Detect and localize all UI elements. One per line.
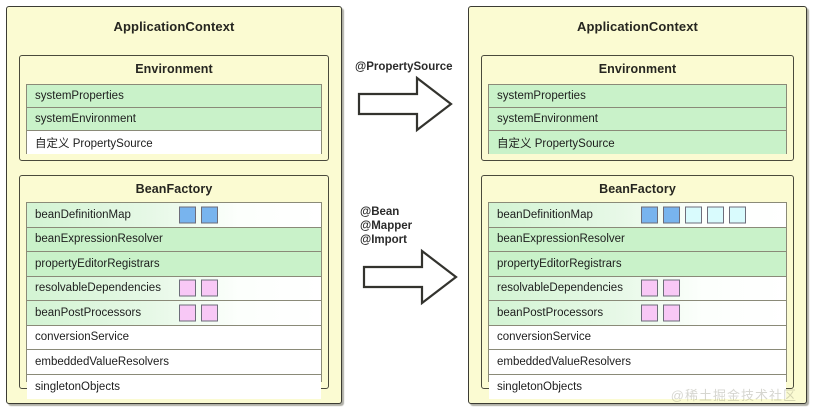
row-label: beanDefinitionMap: [497, 208, 593, 221]
chip-cyan: [729, 206, 746, 224]
bean_factory-row-list: beanDefinitionMap beanExpressionResolver p…: [488, 202, 787, 399]
row-systemproperties: systemProperties: [27, 85, 321, 108]
chip-pink: [641, 279, 658, 297]
row-label: beanDefinitionMap: [35, 208, 131, 221]
chip-pink: [663, 279, 680, 297]
row-resolvabledependencies: resolvableDependencies: [489, 276, 786, 301]
environment-box: Environment systemProperties systemEnviron…: [481, 55, 794, 161]
chip-pink: [641, 304, 658, 322]
panel-title: ApplicationContext: [113, 19, 235, 34]
chip-cyan: [685, 206, 702, 224]
chip-blue: [641, 206, 658, 224]
arrow-group-property-source: @PropertySource: [355, 60, 455, 134]
row-label: beanExpressionResolver: [497, 233, 625, 246]
arrow-caption-bean-registry: @Bean @Mapper @Import: [360, 206, 413, 246]
row-conversionservice: conversionService: [27, 325, 321, 350]
row-singletonobjects: singletonObjects: [489, 374, 786, 399]
row-label: systemEnvironment: [35, 113, 136, 125]
row-label: conversionService: [497, 331, 591, 344]
environment-title: Environment: [135, 62, 213, 76]
row-propertyeditorregistrars: propertyEditorRegistrars: [489, 252, 786, 277]
chip-group: [641, 206, 746, 224]
row-label: 自定义 PropertySource: [35, 137, 153, 150]
row-resolvabledependencies: resolvableDependencies: [27, 276, 321, 301]
bean-factory-title: BeanFactory: [135, 182, 213, 196]
row-propertyeditorregistrars: propertyEditorRegistrars: [27, 252, 321, 277]
panel-title: ApplicationContext: [577, 19, 698, 34]
row-label: embeddedValueResolvers: [35, 355, 170, 368]
chip-group: [179, 206, 218, 224]
row-conversionservice: conversionService: [489, 325, 786, 350]
chip-pink: [179, 304, 196, 322]
chip-group: [641, 279, 680, 297]
chip-pink: [663, 304, 680, 322]
chip-group: [641, 304, 680, 322]
row-propertysource: 自定义 PropertySource: [27, 131, 321, 154]
row-embeddedvalueresolvers: embeddedValueResolvers: [489, 350, 786, 375]
right-arrow-icon: [355, 74, 455, 134]
row-label: resolvableDependencies: [35, 282, 161, 295]
arrow-group-bean-registry: @Bean @Mapper @Import: [360, 205, 460, 307]
bean-factory-title: BeanFactory: [599, 182, 676, 196]
row-label: systemProperties: [35, 90, 124, 102]
arrow-caption-property-source: @PropertySource: [355, 61, 453, 73]
chip-blue: [179, 206, 196, 224]
row-singletonobjects: singletonObjects: [27, 374, 321, 399]
row-label: propertyEditorRegistrars: [35, 257, 160, 270]
watermark: @稀土掘金技术社区: [670, 388, 797, 403]
row-embeddedvalueresolvers: embeddedValueResolvers: [27, 350, 321, 375]
row-label: beanExpressionResolver: [35, 233, 163, 246]
environment-box: Environment systemProperties systemEnviron…: [19, 55, 329, 161]
environment-row-list: systemProperties systemEnvironment 自定义 Pro…: [488, 84, 787, 154]
row-systemenvironment: systemEnvironment: [27, 108, 321, 131]
row-label: 自定义 PropertySource: [497, 137, 615, 150]
row-label: systemProperties: [497, 90, 586, 102]
row-label: resolvableDependencies: [497, 282, 623, 295]
bean-factory-box: BeanFactory beanDefinitionMap beanExpressi…: [481, 175, 794, 399]
bean_factory-row-list: beanDefinitionMap beanExpressionResolver p…: [26, 202, 322, 399]
row-label: conversionService: [35, 331, 129, 344]
chip-group: [179, 304, 218, 322]
row-label: beanPostProcessors: [497, 306, 604, 319]
row-label: singletonObjects: [497, 380, 583, 393]
chip-group: [179, 279, 218, 297]
environment-title: Environment: [598, 62, 677, 76]
row-label: embeddedValueResolvers: [497, 355, 632, 368]
row-label: beanPostProcessors: [35, 306, 142, 319]
row-beandefinitionmap: beanDefinitionMap: [27, 203, 321, 228]
row-beanexpressionresolver: beanExpressionResolver: [489, 227, 786, 252]
bean-factory-box: BeanFactory beanDefinitionMap beanExpressi…: [19, 175, 329, 399]
row-label: propertyEditorRegistrars: [497, 257, 622, 270]
row-systemenvironment: systemEnvironment: [489, 108, 786, 131]
row-beanpostprocessors: beanPostProcessors: [27, 301, 321, 326]
row-beanexpressionresolver: beanExpressionResolver: [27, 227, 321, 252]
row-systemproperties: systemProperties: [489, 85, 786, 108]
chip-pink: [201, 304, 218, 322]
row-propertysource: 自定义 PropertySource: [489, 131, 786, 154]
chip-pink: [179, 279, 196, 297]
row-label: singletonObjects: [35, 380, 121, 393]
row-beanpostprocessors: beanPostProcessors: [489, 301, 786, 326]
chip-cyan: [707, 206, 724, 224]
right-arrow-icon: [360, 247, 460, 307]
environment-row-list: systemProperties systemEnvironment 自定义 Pro…: [26, 84, 322, 154]
chip-pink: [201, 279, 218, 297]
row-label: systemEnvironment: [497, 113, 598, 125]
chip-blue: [201, 206, 218, 224]
row-beandefinitionmap: beanDefinitionMap: [489, 203, 786, 228]
chip-blue: [663, 206, 680, 224]
